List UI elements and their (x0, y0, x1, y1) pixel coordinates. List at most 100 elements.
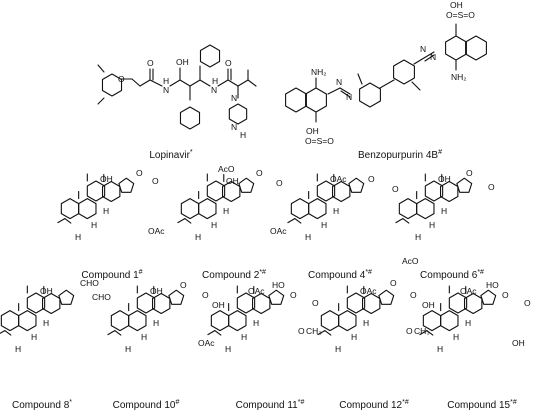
isopropyl-bond (237, 79, 249, 87)
compound-name: Compound 15 (447, 400, 510, 411)
methoxy-oxygen: O (406, 326, 413, 336)
ring-h: H (223, 206, 229, 216)
acetate-label: OAc (248, 286, 265, 296)
methyl-bond (402, 218, 410, 224)
ring-h: H (415, 232, 421, 242)
ring-h: H (437, 344, 443, 354)
hydroxyl-label: HO (272, 280, 285, 290)
lactone-ring (58, 289, 75, 305)
ring-h: H (43, 318, 49, 328)
ring-h: H (351, 332, 357, 342)
amide-bond (217, 79, 229, 87)
ring-h: H (363, 318, 369, 328)
hydroxyl-label: OH (176, 57, 189, 67)
methyl-bond (214, 330, 222, 336)
ring-a (398, 198, 418, 220)
bond (131, 78, 141, 87)
acetate-label: OAc (330, 174, 347, 184)
naphthalene-ring-left-a (285, 87, 307, 113)
compound-name: Compound 10 (113, 400, 176, 411)
ring-h: H (429, 220, 435, 230)
methyl-bond (177, 218, 186, 224)
activity-mark: * (190, 149, 193, 156)
ring-h: H (225, 344, 231, 354)
ring-a (180, 198, 200, 220)
compound-name: Compound 2 (202, 270, 260, 281)
amine-label: NH₂ (311, 67, 327, 77)
methyl-bond (395, 218, 404, 224)
ring-a (290, 198, 310, 220)
activity-mark: *# (510, 399, 517, 406)
methyl-bond (294, 218, 302, 224)
ring-c (86, 180, 106, 202)
isopropyl-bond (247, 79, 257, 87)
ring-h: H (103, 206, 109, 216)
naphthalene-ring-left-b (305, 87, 327, 113)
ring-h: H (91, 220, 97, 230)
lactone-oxygen: O (202, 290, 209, 300)
sulfonate-label: O=S=O (305, 136, 334, 146)
acetate-label: AcO (402, 256, 419, 266)
compound-name: Lopinavir (149, 150, 190, 161)
azo-nitrogen: N (346, 92, 352, 102)
ring-h: H (125, 344, 131, 354)
compound-caption: Compound 4*# (308, 269, 372, 281)
ring-b (440, 310, 459, 332)
carbonyl-oxygen: O (312, 298, 319, 308)
ring-c (206, 180, 226, 202)
lactone-ring (118, 177, 135, 193)
aldehyde-label: CHO (80, 278, 99, 288)
ring-h: H (153, 318, 159, 328)
azo-bond (423, 51, 435, 59)
activity-mark: *# (477, 269, 484, 276)
lactone-oxygen: O (136, 168, 143, 178)
ring-b (18, 310, 37, 332)
azo-bond (339, 87, 351, 95)
bond (189, 79, 201, 87)
ring-h: H (15, 344, 21, 354)
bond (169, 79, 181, 87)
compound-caption: Compound 10# (113, 399, 180, 411)
compound-caption: Compound 1# (81, 269, 142, 281)
compound-caption: Compound 11*# (236, 399, 305, 411)
methyl-bond (287, 218, 296, 224)
methyl-bond (411, 81, 421, 91)
bond (199, 79, 211, 87)
ring-a (110, 310, 130, 332)
lactone-ring (168, 289, 185, 305)
hydroxyl-label: OH (212, 300, 225, 310)
ring-h: H (321, 220, 327, 230)
lactone-ring (268, 289, 285, 305)
amide-h: H (163, 76, 169, 86)
ring-c (316, 180, 336, 202)
ring-nitrogen: N (231, 122, 237, 132)
biphenyl-ring-left (359, 82, 381, 108)
label-layer: OOHNHONHONNHLopinavir*NH₂OHO=S=ONNNH₂NNO… (12, 0, 531, 411)
methyl-bond (357, 73, 363, 85)
ring-c (136, 292, 156, 314)
ring-h: H (141, 332, 147, 342)
lactone-ring (378, 289, 395, 305)
compound-caption: Benzopurpurin 4B# (358, 149, 442, 161)
carbonyl-oxygen: O (152, 176, 159, 186)
aldehyde-label: CHO (92, 292, 111, 302)
activity-mark: # (438, 149, 442, 156)
compound-name: Compound 8 (12, 400, 70, 411)
compound-caption: Compound 15*# (447, 399, 517, 411)
compound-caption: Compound 2*# (202, 269, 266, 281)
bond (179, 79, 191, 87)
ether-oxygen: O (118, 74, 125, 84)
acetate-label: AcO (218, 164, 235, 174)
methyl-label: CH₃ (414, 326, 430, 336)
biphenyl-ring-right (393, 59, 415, 85)
azo-bond (340, 90, 351, 98)
ring-c (424, 180, 444, 202)
compound-name: Compound 11 (236, 400, 299, 411)
ring-b (228, 310, 247, 332)
azo-nitrogen: N (430, 52, 436, 62)
ring-h: H (305, 232, 311, 242)
azo-bond (413, 57, 425, 65)
carbonyl-oxygen: O (225, 58, 232, 68)
methyl-bond (0, 330, 6, 334)
carbonyl-oxygen: O (276, 178, 283, 188)
